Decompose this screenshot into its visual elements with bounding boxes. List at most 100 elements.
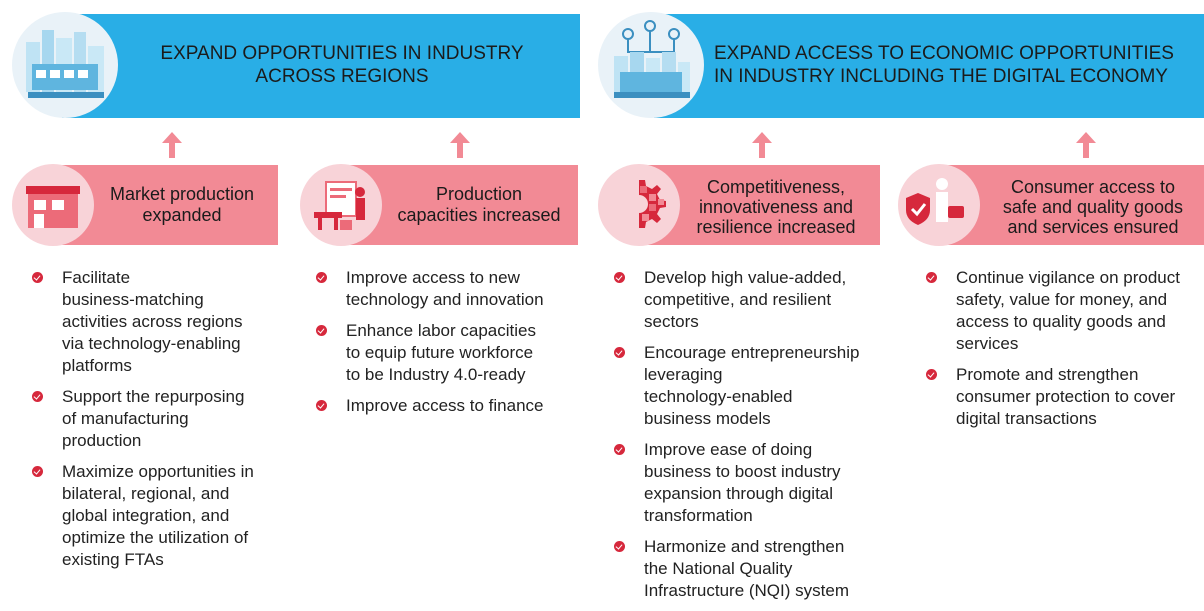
list-item-line: business models bbox=[644, 409, 771, 428]
list-item-line: Harmonize and strengthen bbox=[644, 537, 845, 556]
outcome-1-line-2: expanded bbox=[142, 205, 222, 225]
bullet-list-1: Facilitate business-matching activities … bbox=[32, 267, 290, 580]
outcome-box-3: Competitiveness, innovativeness and resi… bbox=[640, 165, 880, 245]
goal-banner-2-title-line-1: EXPAND ACCESS TO ECONOMIC OPPORTUNITIES bbox=[714, 43, 1174, 64]
outcome-1-line-1: Market production bbox=[109, 184, 255, 204]
bullet-list-4: Continue vigilance on product safety, va… bbox=[926, 267, 1204, 439]
outcome-3-line-3: resilience increased bbox=[696, 217, 856, 237]
outcome-1-text: Market production expanded bbox=[92, 184, 272, 226]
list-item-line: via technology-enabling bbox=[62, 334, 241, 353]
digital-city-icon bbox=[598, 12, 704, 118]
list-item-line: global integration, and bbox=[62, 506, 230, 525]
bullet-check-icon bbox=[614, 272, 625, 283]
list-item: Enhance labor capacities to equip future… bbox=[316, 320, 586, 386]
bullet-check-icon bbox=[926, 272, 937, 283]
list-item-line: Maximize opportunities in bbox=[62, 462, 254, 481]
bullet-check-icon bbox=[316, 325, 327, 336]
goal-banner-1-title-line-1: EXPAND OPPORTUNITIES IN INDUSTRY bbox=[160, 43, 524, 64]
list-item-line: to be Industry 4.0-ready bbox=[346, 365, 526, 384]
goal-banner-2-title: EXPAND ACCESS TO ECONOMIC OPPORTUNITIES … bbox=[714, 42, 1194, 88]
outcome-2-line-1: Production bbox=[435, 184, 523, 204]
up-arrow-icon bbox=[450, 132, 470, 158]
outcome-4-line-3: and services ensured bbox=[1007, 217, 1179, 237]
list-item-line: Support the repurposing bbox=[62, 387, 245, 406]
goal-banner-2-title-line-2: IN INDUSTRY INCLUDING THE DIGITAL ECONOM… bbox=[714, 66, 1168, 87]
list-item-line: access to quality goods and bbox=[956, 312, 1166, 331]
list-item-line: competitive, and resilient bbox=[644, 290, 832, 309]
list-item-line: existing FTAs bbox=[62, 550, 164, 569]
gear-digital-icon bbox=[598, 164, 680, 246]
bullet-list-3: Develop high value-added, competitive, a… bbox=[614, 267, 894, 611]
list-item-line: Facilitate bbox=[62, 268, 131, 287]
goal-banner-1-title-line-2: ACROSS REGIONS bbox=[255, 66, 429, 87]
goal-banner-1: EXPAND OPPORTUNITIES IN INDUSTRY ACROSS … bbox=[62, 14, 580, 118]
outcome-4-line-2: safe and quality goods bbox=[1002, 197, 1184, 217]
list-item-line: Develop high value-added, bbox=[644, 268, 847, 287]
list-item-line: services bbox=[956, 334, 1019, 353]
list-item-line: production bbox=[62, 431, 142, 450]
outcome-4-text: Consumer access to safe and quality good… bbox=[982, 177, 1204, 237]
list-item-line: business-matching bbox=[62, 290, 204, 309]
list-item: Improve access to finance bbox=[316, 395, 586, 417]
bullet-check-icon bbox=[316, 272, 327, 283]
up-arrow-icon bbox=[752, 132, 772, 158]
list-item-line: of manufacturing bbox=[62, 409, 189, 428]
list-item-line: Enhance labor capacities bbox=[346, 321, 536, 340]
production-worker-icon bbox=[300, 164, 382, 246]
list-item: Improve ease of doing business to boost … bbox=[614, 439, 894, 527]
list-item: Improve access to new technology and inn… bbox=[316, 267, 586, 311]
list-item-line: leveraging bbox=[644, 365, 723, 384]
outcome-box-4: Consumer access to safe and quality good… bbox=[940, 165, 1204, 245]
list-item-line: Promote and strengthen bbox=[956, 365, 1139, 384]
up-arrow-icon bbox=[162, 132, 182, 158]
list-item-line: consumer protection to cover bbox=[956, 387, 1176, 406]
outcome-3-text: Competitiveness, innovativeness and resi… bbox=[680, 177, 872, 237]
bullet-check-icon bbox=[614, 444, 625, 455]
bullet-check-icon bbox=[32, 466, 43, 477]
list-item: Develop high value-added, competitive, a… bbox=[614, 267, 894, 333]
list-item-line: technology and innovation bbox=[346, 290, 544, 309]
list-item-line: Continue vigilance on product bbox=[956, 268, 1180, 287]
list-item: Continue vigilance on product safety, va… bbox=[926, 267, 1204, 355]
outcome-3-line-2: innovativeness and bbox=[698, 197, 854, 217]
bullet-check-icon bbox=[316, 400, 327, 411]
bullet-check-icon bbox=[926, 369, 937, 380]
bullet-check-icon bbox=[614, 347, 625, 358]
list-item-line: platforms bbox=[62, 356, 132, 375]
bullet-list-2: Improve access to new technology and inn… bbox=[316, 267, 586, 426]
bullet-check-icon bbox=[614, 541, 625, 552]
market-storefront-icon bbox=[12, 164, 94, 246]
outcome-4-line-1: Consumer access to bbox=[1010, 177, 1176, 197]
outcome-3-line-1: Competitiveness, bbox=[706, 177, 846, 197]
city-skyline-icon bbox=[12, 12, 118, 118]
list-item: Encourage entrepreneurship leveraging te… bbox=[614, 342, 894, 430]
list-item-line: Improve access to new bbox=[346, 268, 520, 287]
list-item-line: business to boost industry bbox=[644, 462, 841, 481]
list-item-line: sectors bbox=[644, 312, 699, 331]
list-item-line: Infrastructure (NQI) system bbox=[644, 581, 849, 600]
list-item-line: safety, value for money, and bbox=[956, 290, 1168, 309]
list-item-line: digital transactions bbox=[956, 409, 1097, 428]
list-item: Maximize opportunities in bilateral, reg… bbox=[32, 461, 290, 571]
list-item-line: transformation bbox=[644, 506, 753, 525]
list-item-line: the National Quality bbox=[644, 559, 793, 578]
outcome-2-text: Production capacities increased bbox=[380, 184, 578, 226]
goal-banner-2: EXPAND ACCESS TO ECONOMIC OPPORTUNITIES … bbox=[654, 14, 1204, 118]
list-item: Promote and strengthen consumer protecti… bbox=[926, 364, 1204, 430]
bullet-check-icon bbox=[32, 391, 43, 402]
list-item-line: Encourage entrepreneurship bbox=[644, 343, 860, 362]
list-item-line: to equip future workforce bbox=[346, 343, 534, 362]
bullet-check-icon bbox=[32, 272, 43, 283]
list-item-line: technology-enabled bbox=[644, 387, 793, 406]
up-arrow-icon bbox=[1076, 132, 1096, 158]
list-item-line: expansion through digital bbox=[644, 484, 834, 503]
list-item-line: Improve access to finance bbox=[346, 396, 544, 415]
outcome-2-line-2: capacities increased bbox=[397, 205, 561, 225]
list-item-line: optimize the utilization of bbox=[62, 528, 249, 547]
goal-banner-1-title: EXPAND OPPORTUNITIES IN INDUSTRY ACROSS … bbox=[122, 42, 562, 88]
list-item-line: activities across regions bbox=[62, 312, 243, 331]
list-item-line: bilateral, regional, and bbox=[62, 484, 230, 503]
list-item: Facilitate business-matching activities … bbox=[32, 267, 290, 377]
list-item: Support the repurposing of manufacturing… bbox=[32, 386, 290, 452]
shield-check-icon bbox=[898, 164, 980, 246]
